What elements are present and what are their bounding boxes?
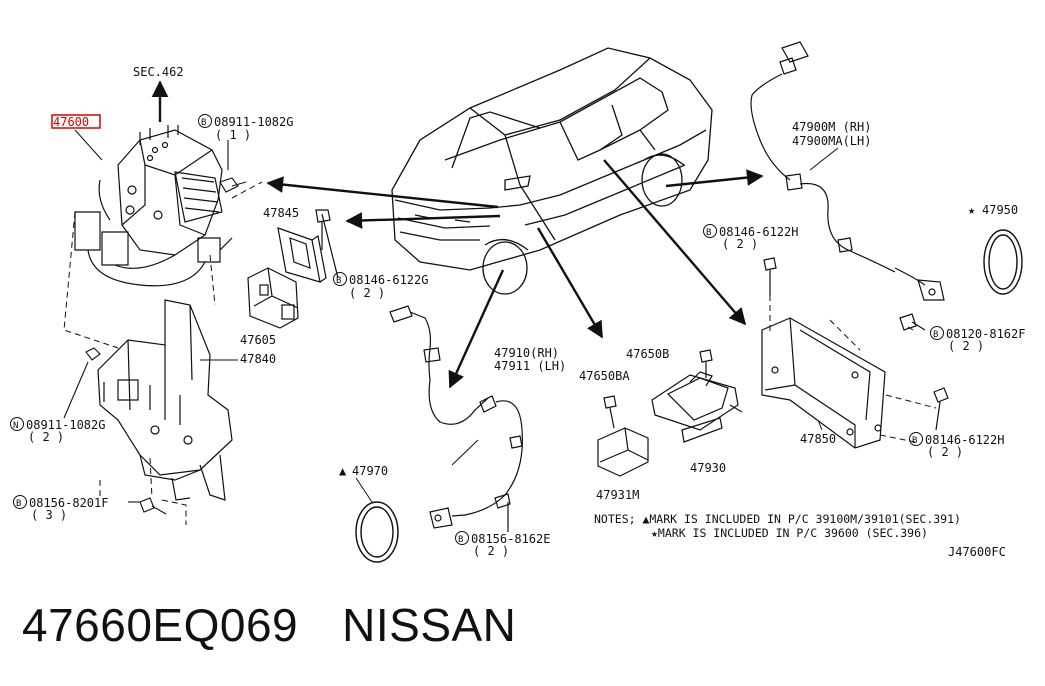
circle-b-letter: B: [16, 499, 21, 509]
label-47930: 47930: [690, 461, 726, 475]
label-08911-top-qty: ( 1 ): [215, 128, 251, 142]
control-module-47850: [761, 257, 949, 449]
circle-b-icon: [198, 114, 212, 128]
highlight-box-47600: [51, 114, 101, 129]
circle-b-icon: [13, 495, 27, 509]
sensor-47931m: [597, 395, 649, 477]
diagram-code: J47600FC: [948, 545, 1006, 559]
product-caption: 47660EQ069 NISSAN: [22, 598, 516, 652]
circle-b-letter: B: [912, 436, 917, 446]
circle-n-letter: N: [13, 421, 18, 431]
callout-arrows: [151, 80, 764, 389]
leader-47970: [355, 477, 373, 503]
circle-b-icon: [333, 272, 347, 286]
label-08156-bottom-qty: ( 3 ): [31, 508, 67, 522]
label-47911: 47911 (LH): [494, 359, 566, 373]
part-number: 47660EQ069: [22, 599, 299, 651]
circle-b-letter: B: [933, 330, 938, 340]
sensor-47930: [651, 349, 743, 443]
rear-wheel-sensor: [750, 41, 945, 331]
abs-bracket: [97, 299, 233, 501]
abs-actuator-unit: [74, 125, 233, 287]
label-47650b: 47650B: [626, 347, 669, 361]
label-47910: 47910(RH): [494, 346, 559, 360]
bolt-08156-bottom: [128, 497, 167, 515]
circle-n-icon: [10, 417, 24, 431]
label-08156-sensor-qty: ( 2 ): [473, 544, 509, 558]
label-08156-bottom: 08156-8201F: [29, 496, 108, 510]
bolt-08911-top: [219, 140, 247, 193]
label-47605: 47605: [240, 333, 276, 347]
sensor-rotor-47970: [355, 501, 399, 563]
notes-line-1: NOTES; ▲MARK IS INCLUDED IN P/C 39100M/3…: [594, 512, 961, 526]
notes-line-2: ★MARK IS INCLUDED IN P/C 39600 (SEC.396): [651, 526, 928, 540]
label-08911-left: 08911-1082G: [26, 418, 105, 432]
circle-b-icon: [455, 531, 469, 545]
label-08156-sensor: 08156-8162E: [471, 532, 550, 546]
label-08146-right: 08146-6122H: [719, 225, 798, 239]
vehicle-illustration: [391, 47, 713, 295]
label-08146-low: 08146-6122H: [925, 433, 1004, 447]
label-47845: 47845: [263, 206, 299, 220]
label-47970: 47970: [352, 464, 388, 478]
label-08120: 08120-8162F: [946, 327, 1025, 341]
star-mark-icon: ★: [968, 203, 975, 217]
circle-b-letter: B: [336, 276, 341, 286]
circle-b-icon: [930, 326, 944, 340]
circle-b-letter: B: [706, 228, 711, 238]
circle-b-icon: [703, 224, 717, 238]
label-47950: 47950: [982, 203, 1018, 217]
leader-47910: [451, 439, 479, 466]
label-47900m: 47900M (RH): [792, 120, 871, 134]
bracket-47845: [277, 209, 339, 283]
leader-47850: [817, 419, 823, 431]
label-47840: 47840: [240, 352, 276, 366]
label-47600: 47600: [53, 115, 89, 129]
leader-47900m: [809, 147, 839, 171]
sensor-rotor-47950: [983, 229, 1023, 295]
circle-b-icon: [909, 432, 923, 446]
label-08120-qty: ( 2 ): [948, 339, 984, 353]
circle-b-letter: B: [201, 118, 206, 128]
label-08146-mid-qty: ( 2 ): [349, 286, 385, 300]
relay-47605: [247, 267, 299, 329]
nut-08911-left: [63, 347, 101, 419]
label-sec462: SEC.462: [133, 65, 184, 79]
front-wheel-sensor: [389, 305, 523, 532]
leader-47600: [74, 129, 103, 161]
part-labels: SEC.462 47600 B 08911-1082G ( 1 ) 47845 …: [10, 65, 1025, 559]
label-47900ma: 47900MA(LH): [792, 134, 871, 148]
label-08146-mid: 08146-6122G: [349, 273, 428, 287]
dashed-guide-lines: [63, 181, 937, 525]
label-08146-right-qty: ( 2 ): [722, 237, 758, 251]
circle-b-letter: B: [458, 535, 463, 545]
label-47931m: 47931M: [596, 488, 639, 502]
label-08911-top: 08911-1082G: [214, 115, 293, 129]
label-47850: 47850: [800, 432, 836, 446]
label-08911-left-qty: ( 2 ): [28, 430, 64, 444]
label-47650ba: 47650BA: [579, 369, 630, 383]
brand-name: NISSAN: [342, 599, 517, 651]
triangle-mark-icon: ▲: [339, 464, 347, 478]
label-08146-low-qty: ( 2 ): [927, 445, 963, 459]
